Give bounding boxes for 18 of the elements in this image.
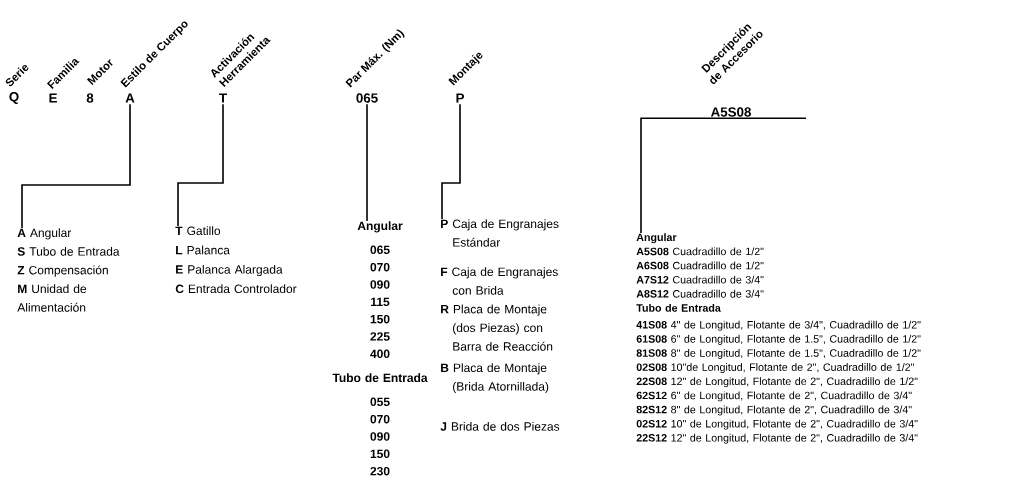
code-letter: E: [49, 93, 57, 103]
option-list: P Caja de Engranajes Estándar F Caja de Engranajes con Brida R Placa de Montaje (dos Piezas) con Barra de Reacción B Placa de Montaje (Brida Atornillada) J Brida de dos Piezas: [440, 219, 560, 431]
code-letter: 065: [356, 93, 378, 103]
connector-line: [441, 103, 461, 220]
connector-line: [640, 117, 807, 234]
code-letter: P: [456, 93, 464, 103]
option-list: T Gatillo L Palanca E Palanca Alargada C Entrada Controlador: [175, 226, 297, 294]
connector-line: [177, 103, 224, 227]
option-list: A Angular S Tubo de Entrada Z Compensación M Unidad de Alimentación: [17, 228, 120, 312]
code-letter: A5S08: [710, 107, 751, 117]
option-list: Angular A5S08 Cuadradillo de 1/2" A6S08 Cuadradillo de 1/2" A7S12 Cuadradillo de 3/4" A8S12 Cuadradillo de 3/4" Tubo de Entrada 41S08 4" de Longitud, Flotante de 3/4", Cuadradillo de 1/2" 61S08 6" de Longitud, Flotante de 1.5", Cuadradillo de 1/2" 81S08 8" de Longitud, Flotante de 1.5", Cuadradillo de 1/2" 02S08 10"de Longitud, Flotante de 2", Cuadradillo de 1/2" 22S08 12" de Longitud, Flotante de 2", Cuadradillo de 1/2" 62S12 6" de Longitud, Flotante de 2", Cuadradillo de 3/4" 82S12 8" de Longitud, Flotante de 2", Cuadradillo de 3/4" 02S12 10" de Longitud, Flotante de 2", Cuadradillo de 3/4" 22S12 12" de Longitud, Flotante de 2", Cuadradillo de 3/4": [636, 233, 921, 444]
option-list: Angular 065 070 090 115 150 225 400 Tubo de Entrada 055 070 090 150 230: [332, 221, 428, 476]
code-letter: Q: [9, 92, 19, 104]
code-letter: T: [219, 93, 227, 103]
connector-line: [21, 103, 131, 229]
code-letter: 8: [86, 93, 94, 103]
code-letter: A: [125, 93, 135, 103]
connector-line: [366, 103, 368, 222]
